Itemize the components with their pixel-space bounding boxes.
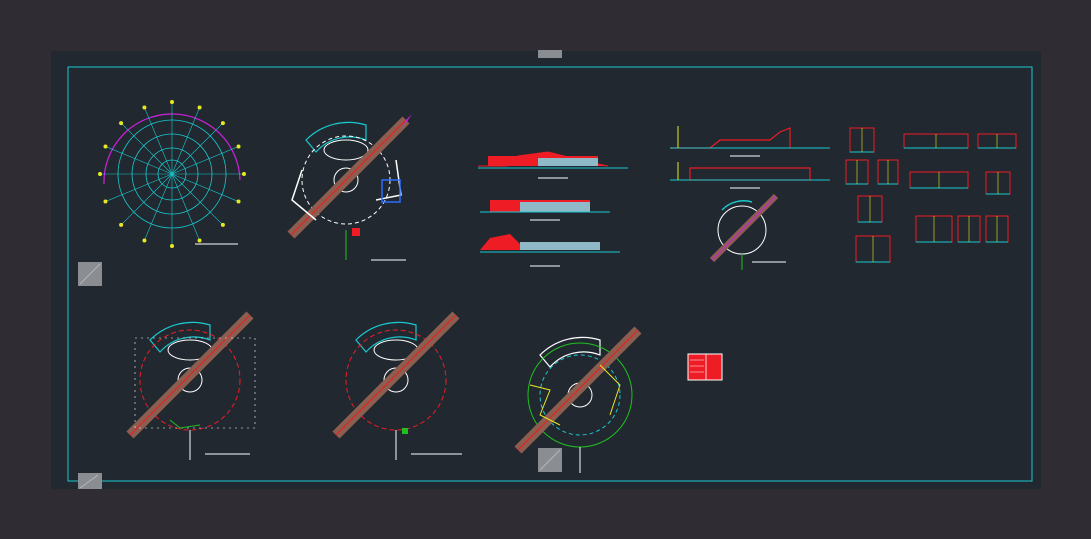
radial-structure-plan — [98, 100, 246, 248]
viewport-handle-top[interactable] — [538, 50, 562, 58]
site-plan-small — [709, 193, 786, 270]
floor-plan-bottom-3 — [514, 326, 642, 473]
sections — [670, 126, 830, 189]
viewport-tile-bottom-left[interactable] — [78, 473, 102, 489]
floor-plan-bottom-2 — [332, 311, 462, 460]
elevations — [478, 151, 628, 267]
viewport-tile-top-left[interactable] — [78, 262, 102, 286]
viewport-tile-bottom-center[interactable] — [538, 448, 562, 472]
floor-plan-top — [287, 114, 412, 261]
floor-plan-bottom-1 — [126, 311, 256, 460]
sheet-frame — [67, 66, 1033, 482]
construction-details — [845, 127, 1017, 263]
title-block — [687, 353, 723, 381]
